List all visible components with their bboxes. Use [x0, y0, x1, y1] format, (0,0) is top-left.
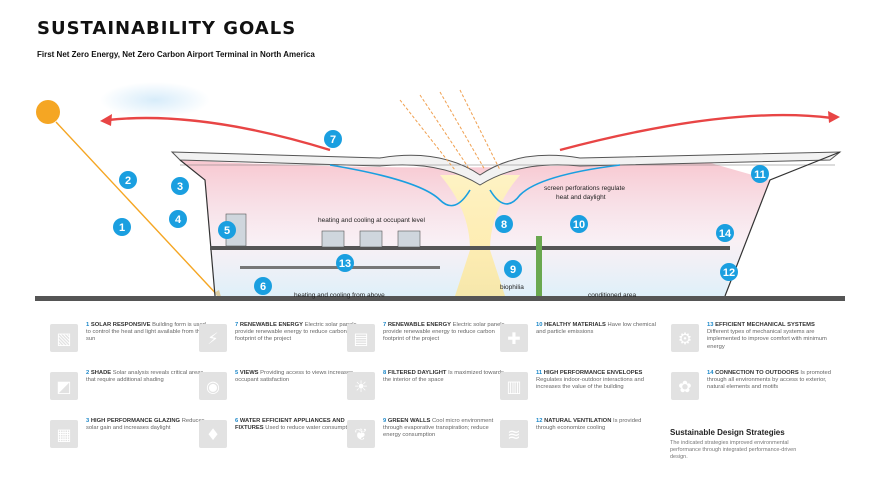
cloud	[100, 82, 210, 118]
heat-arrow-left	[107, 116, 331, 152]
marker-3: 3	[171, 177, 189, 195]
marker-8: 8	[495, 215, 513, 233]
legend-text: 5 VIEWS Providing access to views increa…	[235, 370, 353, 384]
legend-heading: Sustainable Design Strategies	[670, 428, 785, 437]
svg-text:1: 1	[119, 222, 125, 234]
label-heating-occupant: heating and cooling at occupant level	[318, 217, 426, 224]
gears-icon: ⚙	[671, 324, 699, 352]
svg-text:5: 5	[224, 225, 230, 237]
sun-icon: ☀	[347, 372, 375, 400]
marker-9: 9	[504, 260, 522, 278]
page-title: SUSTAINABILITY GOALS	[37, 18, 297, 39]
marker-13: 13	[336, 254, 354, 272]
marker-14: 14	[716, 224, 734, 242]
legend-text: 10 HEALTHY MATERIALS Have low chemical a…	[536, 322, 656, 336]
svg-text:2: 2	[125, 175, 131, 187]
legend-item: ▤ 7 RENEWABLE ENERGY Electric solar panel…	[347, 322, 507, 362]
roof	[170, 151, 842, 186]
marker-1: 1	[113, 218, 131, 236]
legend-text: 13 EFFICIENT MECHANICAL SYSTEMS Differen…	[707, 322, 827, 350]
facade-right	[724, 151, 841, 297]
green-wall	[536, 236, 542, 296]
marker-2: 2	[119, 171, 137, 189]
legend-item: ◉ 5 VIEWS Providing access to views incre…	[199, 370, 359, 410]
legend-item: ⚡ 7 RENEWABLE ENERGY Electric solar panel…	[199, 322, 359, 362]
solar-array-icon: ▤	[347, 324, 375, 352]
heat-arrow-right	[559, 113, 833, 152]
legend-item: ♦ 6 WATER EFFICIENT APPLIANCES AND FIXTUR…	[199, 418, 359, 458]
legend-text: 3 HIGH PERFORMANCE GLAZING Reduces solar…	[86, 418, 205, 432]
envelope-icon: ▥	[500, 372, 528, 400]
legend-text: 2 SHADE Solar analysis reveals critical …	[86, 370, 204, 384]
glazing-icon: ▦	[50, 420, 78, 448]
legend-text: 12 NATURAL VENTILATION Is provided throu…	[536, 418, 642, 432]
water-drop-icon: ♦	[199, 420, 227, 448]
legend-item: ≋ 12 NATURAL VENTILATION Is provided thro…	[500, 418, 660, 458]
svg-text:9: 9	[510, 264, 516, 276]
legend-note: The indicated strategies improved enviro…	[670, 440, 797, 460]
svg-text:11: 11	[754, 169, 766, 181]
legend-text: 1 SOLAR RESPONSIVE Building form is used…	[86, 322, 206, 343]
light-well	[440, 175, 520, 296]
legend-text: 14 CONNECTION TO OUTDOORS Is promoted th…	[707, 370, 831, 391]
svg-text:8: 8	[501, 219, 507, 231]
label-screen-1: screen perforations regulate	[544, 185, 625, 192]
legend-item: ✚ 10 HEALTHY MATERIALS Have low chemical …	[500, 322, 660, 362]
marker-7: 7	[324, 130, 342, 148]
ventilation-icon: ≋	[500, 420, 528, 448]
marker-12: 12	[720, 263, 738, 281]
legend-text: 7 RENEWABLE ENERGY Electric solar panels…	[383, 322, 505, 343]
solar-panel-icon: ▧	[50, 324, 78, 352]
legend-item: ☀ 8 FILTERED DAYLIGHT Is maximized toward…	[347, 370, 507, 410]
legend-text: 7 RENEWABLE ENERGY Electric solar panels…	[235, 322, 357, 343]
outdoors-icon: ✿	[671, 372, 699, 400]
legend-item: ❦ 9 GREEN WALLS Cool micro environment th…	[347, 418, 507, 458]
svg-text:4: 4	[175, 214, 182, 226]
label-screen-2: heat and daylight	[556, 194, 606, 201]
svg-text:12: 12	[723, 267, 735, 279]
legend-text: 6 WATER EFFICIENT APPLIANCES AND FIXTURE…	[235, 418, 355, 432]
legend-item: ▧ 1 SOLAR RESPONSIVE Building form is use…	[50, 322, 210, 362]
page-subtitle: First Net Zero Energy, Net Zero Carbon A…	[37, 50, 315, 59]
legend-text: 9 GREEN WALLS Cool micro environment thr…	[383, 418, 494, 439]
legend-text: 11 HIGH PERFORMANCE ENVELOPES Regulates …	[536, 370, 644, 391]
svg-text:6: 6	[260, 281, 266, 293]
eye-icon: ◉	[199, 372, 227, 400]
marker-11: 11	[751, 165, 769, 183]
plus-icon: ✚	[500, 324, 528, 352]
marker-5: 5	[218, 221, 236, 239]
section-diagram: heating and cooling at occupant level sc…	[35, 82, 845, 301]
green-wall-icon: ❦	[347, 420, 375, 448]
marker-4: 4	[169, 210, 187, 228]
sun-ray	[55, 121, 221, 299]
legend-item: ✿ 14 CONNECTION TO OUTDOORS Is promoted t…	[671, 370, 831, 410]
legend-item: ▥ 11 HIGH PERFORMANCE ENVELOPES Regulates…	[500, 370, 660, 410]
label-biophilia: biophilia	[500, 284, 524, 291]
upper-floor-slab	[210, 246, 730, 250]
sun	[36, 100, 60, 124]
label-conditioned: conditioned area	[588, 292, 636, 299]
marker-6: 6	[254, 277, 272, 295]
legend-item: ◩ 2 SHADE Solar analysis reveals critical…	[50, 370, 210, 410]
ground-line	[35, 296, 845, 301]
svg-text:3: 3	[177, 181, 183, 193]
label-heating-above: heating and cooling from above	[294, 292, 385, 299]
svg-text:13: 13	[339, 258, 351, 270]
legend-item: ⚙ 13 EFFICIENT MECHANICAL SYSTEMS Differe…	[671, 322, 831, 362]
renewable-energy-icon: ⚡	[199, 324, 227, 352]
marker-10: 10	[570, 215, 588, 233]
svg-text:10: 10	[573, 219, 585, 231]
svg-text:14: 14	[719, 228, 732, 240]
svg-text:7: 7	[330, 134, 336, 146]
legend-text: 8 FILTERED DAYLIGHT Is maximized towards…	[383, 370, 504, 384]
shade-icon: ◩	[50, 372, 78, 400]
facade-left	[179, 159, 216, 297]
legend-item: ▦ 3 HIGH PERFORMANCE GLAZING Reduces sola…	[50, 418, 210, 458]
